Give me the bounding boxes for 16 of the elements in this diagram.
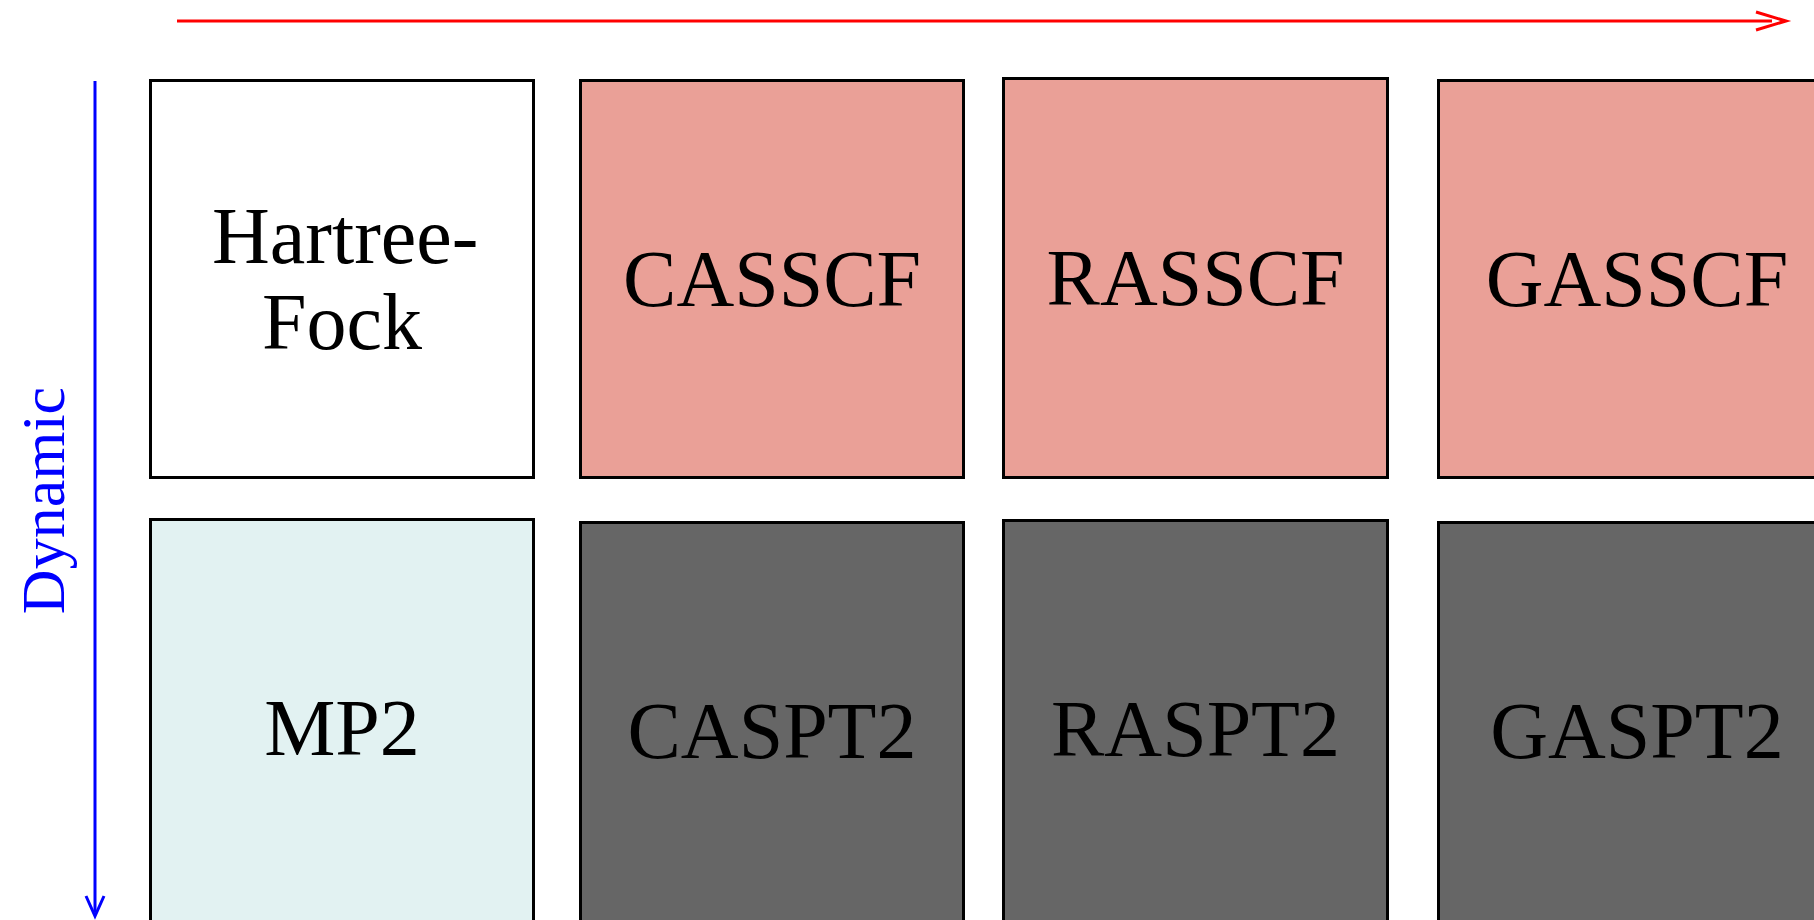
method-box bbox=[1002, 519, 1389, 920]
method-box bbox=[1437, 79, 1814, 479]
method-name: GASSCF bbox=[1485, 235, 1789, 323]
method-box bbox=[1437, 521, 1814, 920]
method-box bbox=[1002, 77, 1389, 479]
method-name: MP2 bbox=[264, 684, 420, 772]
axis-label: Dynamic bbox=[7, 386, 78, 614]
method-name: CASPT2 bbox=[627, 687, 917, 775]
method-name: RASSCF bbox=[1046, 234, 1345, 322]
method-name: RASPT2 bbox=[1051, 685, 1340, 773]
method-box bbox=[579, 521, 965, 920]
method-box bbox=[579, 79, 965, 479]
method-name: GASPT2 bbox=[1490, 687, 1784, 775]
method-box bbox=[149, 518, 535, 920]
method-box bbox=[149, 79, 535, 479]
method-name: CASSCF bbox=[623, 235, 921, 323]
